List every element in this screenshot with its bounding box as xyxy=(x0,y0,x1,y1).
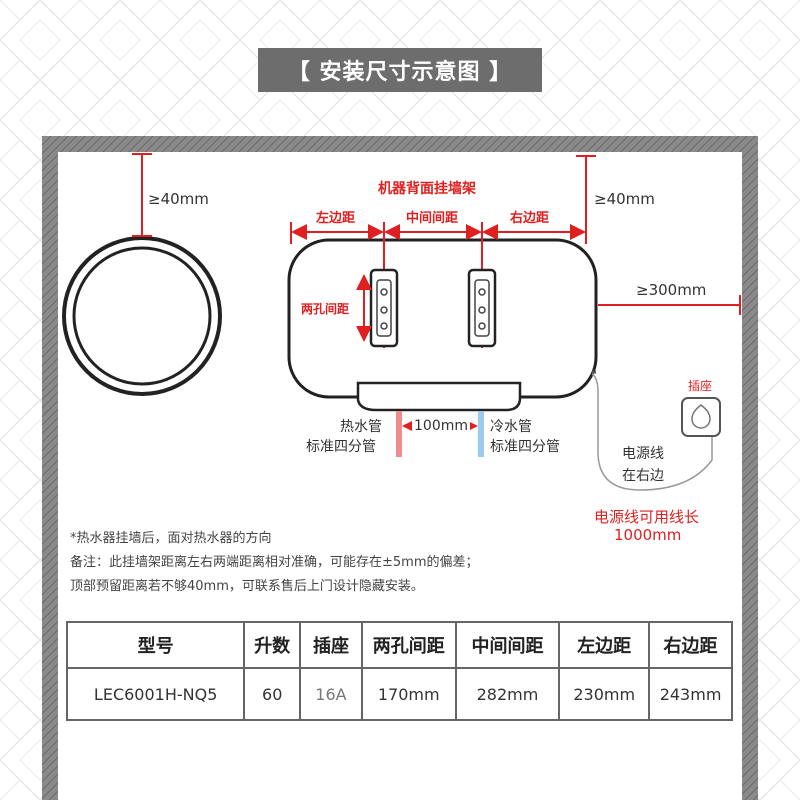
mounting-bracket-left xyxy=(369,268,399,348)
cord-length-label-line2: 1000mm xyxy=(614,526,682,544)
cell-hole-spacing: 170mm xyxy=(360,667,457,721)
heater-front-view xyxy=(287,238,598,412)
cord-label-line2: 在右边 xyxy=(622,468,664,484)
cell-middle-spacing: 282mm xyxy=(454,667,561,721)
header-hole-spacing: 两孔间距 xyxy=(360,621,457,669)
header-right-margin: 右边距 xyxy=(648,621,733,669)
table-row: LEC6001H-NQ5 60 16A 170mm 282mm 230mm 24… xyxy=(65,667,733,721)
top-left-clearance-dimension xyxy=(132,153,152,237)
socket-label: 插座 xyxy=(688,379,713,393)
right-margin-label: 右边距 xyxy=(510,211,550,226)
cord-length-label-line1: 电源线可用线长 xyxy=(594,508,700,526)
right-clearance-label: ≥300mm xyxy=(636,281,707,299)
cold-pipe-label-line1: 冷水管 xyxy=(490,419,532,435)
header-model: 型号 xyxy=(65,621,246,669)
header-socket: 插座 xyxy=(299,621,363,669)
top-left-clearance-label: ≥40mm xyxy=(148,190,209,208)
hot-pipe-label-line2: 标准四分管 xyxy=(306,439,376,455)
cell-right-margin: 243mm xyxy=(648,667,733,721)
power-socket-icon xyxy=(681,397,721,437)
top-right-clearance-label: ≥40mm xyxy=(594,190,655,208)
pipe-spacing-label: 100mm xyxy=(412,418,470,434)
hole-spacing-label: 两孔间距 xyxy=(301,302,350,316)
cord-label-line1: 电源线 xyxy=(622,446,664,462)
power-cord xyxy=(591,373,713,491)
cell-socket: 16A xyxy=(299,667,363,721)
header-left-margin: 左边距 xyxy=(558,621,651,669)
mounting-bracket-right xyxy=(467,268,497,348)
spec-table: 型号 升数 插座 两孔间距 中间间距 左边距 右边距 LEC6001H-NQ5 … xyxy=(65,621,733,721)
header-capacity: 升数 xyxy=(243,621,302,669)
heater-side-view xyxy=(62,236,222,396)
middle-spacing-label: 中间间距 xyxy=(406,211,459,226)
cell-model: LEC6001H-NQ5 xyxy=(65,667,246,721)
cold-water-pipe xyxy=(478,411,484,457)
diagram-title: 【 安装尺寸示意图 】 xyxy=(258,48,542,92)
left-margin-label: 左边距 xyxy=(316,211,356,226)
hot-water-pipe xyxy=(396,411,402,457)
cell-left-margin: 230mm xyxy=(558,667,651,721)
note-line-2: 备注：此挂墙架距离左右两端距离相对准确，可能存在±5mm的偏差； xyxy=(70,555,479,570)
note-line-1: *热水器挂墙后，面对热水器的方向 xyxy=(70,531,272,546)
bracket-title: 机器背面挂墙架 xyxy=(378,181,476,197)
note-line-3: 顶部预留距离若不够40mm，可联系售后上门设计隐藏安装。 xyxy=(70,579,424,594)
hot-pipe-label-line1: 热水管 xyxy=(340,419,382,435)
header-middle-spacing: 中间间距 xyxy=(454,621,561,669)
table-header-row: 型号 升数 插座 两孔间距 中间间距 左边距 右边距 xyxy=(65,621,733,669)
cold-pipe-label-line2: 标准四分管 xyxy=(490,439,560,455)
cell-capacity: 60 xyxy=(243,667,302,721)
